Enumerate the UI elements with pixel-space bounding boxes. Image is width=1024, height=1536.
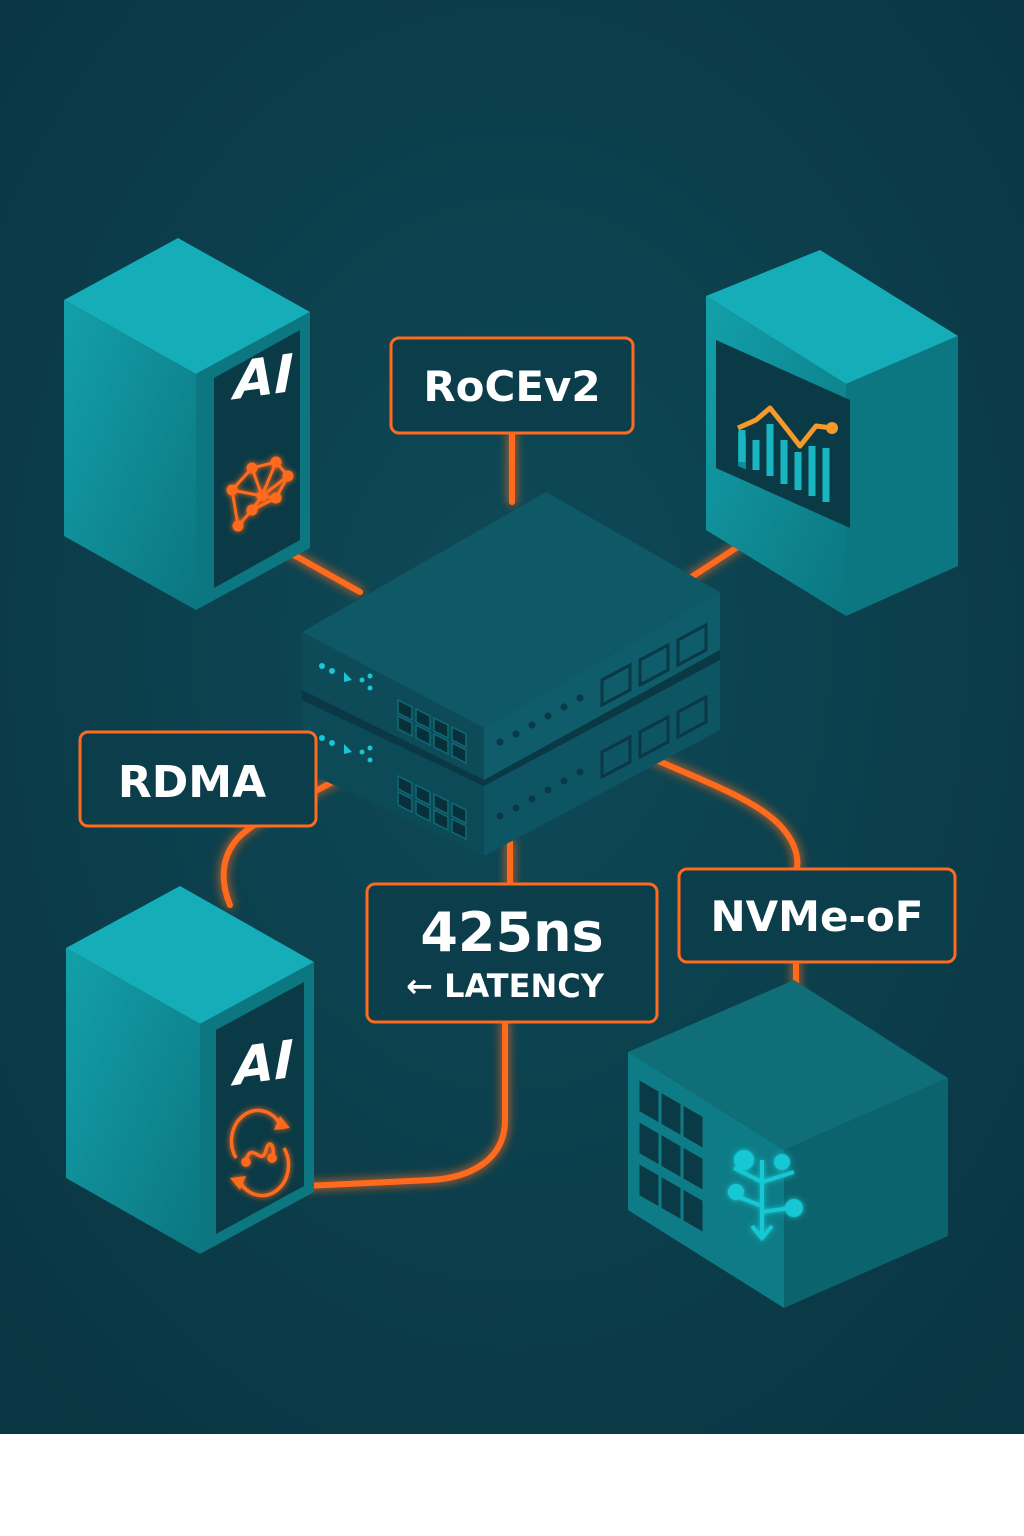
ai-label: AI xyxy=(230,1030,294,1099)
storage-bottom-right xyxy=(628,980,948,1308)
server-analytics-top-right xyxy=(706,250,958,616)
server-left-face xyxy=(66,948,200,1254)
network-diagram: AI xyxy=(0,0,1024,1434)
label-text: NVMe-oF xyxy=(711,892,924,941)
server-left-face xyxy=(64,300,196,610)
cable-latency-loop xyxy=(302,839,513,1189)
storage-top-face xyxy=(628,980,948,1150)
server-screen xyxy=(716,340,850,528)
ethernet-port-icon xyxy=(397,698,467,841)
central-switch xyxy=(302,492,720,856)
label-rdma: RDMA xyxy=(78,730,318,828)
switch-indicator-dots xyxy=(496,694,584,820)
server-panel xyxy=(216,982,304,1234)
label-nvme-of: NVMe-oF xyxy=(677,867,957,964)
label-box xyxy=(78,730,318,828)
label-box xyxy=(677,867,957,964)
sync-cycle-icon xyxy=(229,1108,291,1198)
label-box xyxy=(365,882,659,1024)
server-right-face xyxy=(846,336,958,616)
latency-value: 425ns xyxy=(420,901,603,964)
label-rocev2: RoCEv2 xyxy=(389,336,635,435)
storage-right-face xyxy=(784,1078,948,1308)
label-box xyxy=(389,336,635,435)
server-top-face xyxy=(64,238,310,374)
status-leds xyxy=(319,663,373,763)
switch-bays xyxy=(600,622,708,780)
server-ai-bottom-left: AI xyxy=(66,886,314,1254)
ai-label: AI xyxy=(230,344,294,413)
label-latency: 425ns ← LATENCY xyxy=(365,882,659,1024)
neural-network-icon xyxy=(226,456,294,532)
server-top-face xyxy=(66,886,314,1024)
label-text: RDMA xyxy=(118,757,266,808)
usb-branch-icon xyxy=(728,1150,803,1242)
server-top-face xyxy=(706,250,958,384)
server-ai-top-left: AI xyxy=(64,238,310,610)
latency-caption: ← LATENCY xyxy=(406,967,605,1005)
switch-top-face xyxy=(302,492,720,728)
line-bar-chart-icon xyxy=(736,405,838,502)
label-text: RoCEv2 xyxy=(423,362,600,411)
